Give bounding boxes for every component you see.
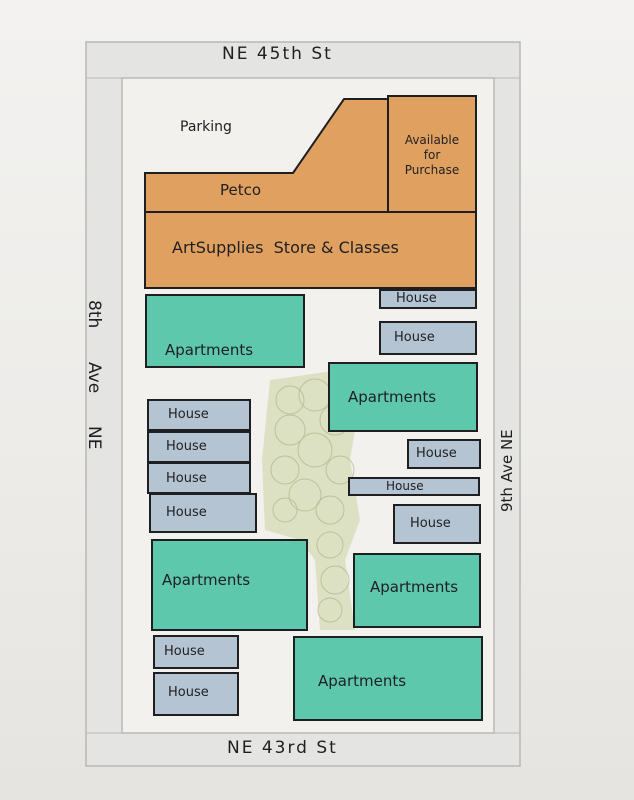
art-supplies-label: ArtSupplies Store & Classes	[172, 238, 399, 257]
house-r5-label: House	[410, 516, 451, 531]
house-r1-label: House	[396, 291, 437, 306]
apartments-1	[145, 294, 305, 368]
house-l4-label: House	[166, 505, 207, 520]
available-line: for	[423, 148, 441, 162]
house-r4-label: House	[386, 479, 424, 493]
house-l3	[147, 462, 251, 494]
apartments-5-label: Apartments	[318, 672, 407, 690]
house-l1	[147, 399, 251, 431]
apartments-3-label: Apartments	[162, 571, 251, 589]
street-east-label: 9th Ave NE	[498, 429, 516, 512]
petco-label: Petco	[220, 181, 262, 199]
house-l2-label: House	[166, 439, 207, 454]
house-r2	[379, 321, 477, 355]
house-l4	[149, 493, 257, 533]
house-r2-label: House	[394, 330, 435, 345]
available-lot	[387, 95, 477, 213]
house-r4	[348, 477, 480, 496]
apartments-2-label: Apartments	[348, 388, 437, 406]
house-l6	[153, 672, 239, 716]
street-south-label: NE 43rd St	[227, 738, 338, 758]
art-supplies-building	[144, 211, 477, 289]
street-north-label: NE 45th St	[222, 44, 333, 64]
houses	[147, 289, 481, 716]
available-line: Available	[404, 133, 460, 147]
house-l5	[153, 635, 239, 669]
available-label: Available for Purchase	[388, 134, 476, 176]
street-west-line: NE	[84, 426, 104, 450]
apartments-4	[353, 553, 481, 628]
apartments-2	[328, 362, 478, 432]
apartments-5	[293, 636, 483, 721]
house-r3-label: House	[416, 446, 457, 461]
house-l2	[147, 431, 251, 463]
house-l5-label: House	[164, 644, 205, 659]
street-west-line: 8th	[84, 300, 104, 329]
apartments-3	[151, 539, 308, 631]
house-l6-label: House	[168, 685, 209, 700]
apartments-4-label: Apartments	[370, 578, 459, 596]
house-l1-label: House	[168, 407, 209, 422]
house-r5	[393, 504, 481, 544]
available-line: Purchase	[404, 163, 460, 177]
house-l3-label: House	[166, 471, 207, 486]
parking-label: Parking	[180, 119, 232, 135]
apartments-1-label: Apartments	[165, 341, 254, 359]
house-r1	[379, 289, 477, 309]
house-r3	[407, 439, 481, 469]
street-west-line: Ave	[84, 362, 104, 394]
